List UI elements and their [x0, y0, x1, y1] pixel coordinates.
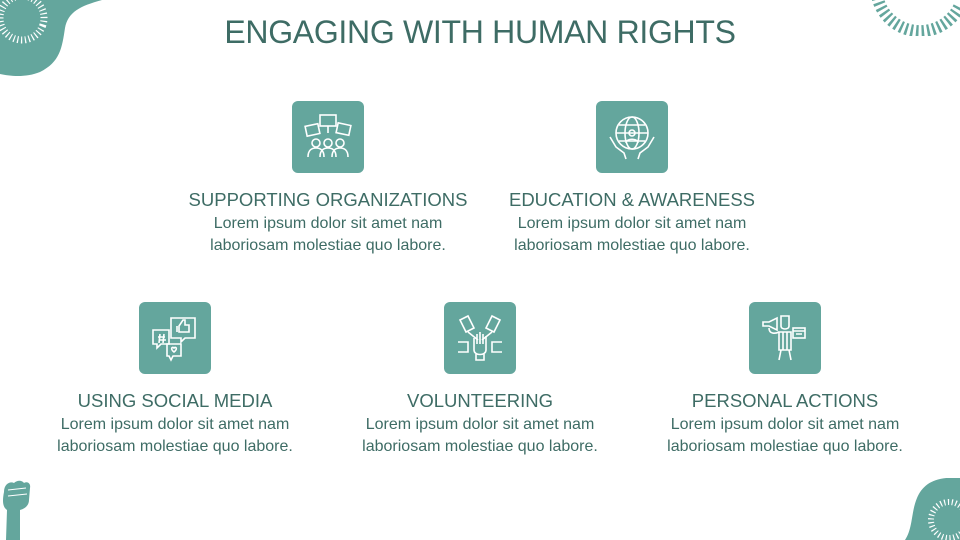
megaphone-person-icon [762, 315, 806, 361]
top-right-stripes-decoration [872, 0, 960, 36]
card-description-line2: laboriosam molestiae quo labore. [362, 438, 598, 455]
card-description-line1: Lorem ipsum dolor sit amet nam [213, 215, 443, 232]
icon-box [139, 302, 211, 374]
icon-box [749, 302, 821, 374]
card-description-line2: laboriosam molestiae quo labore. [210, 237, 446, 254]
card-supporting-organizations: SUPPORTING ORGANIZATIONS Lorem ipsum dol… [178, 101, 478, 257]
card-personal-actions: PERSONAL ACTIONS Lorem ipsum dolor sit a… [635, 302, 935, 458]
card-description-line1: Lorem ipsum dolor sit amet nam [517, 215, 747, 232]
card-education-awareness: EDUCATION & AWARENESS Lorem ipsum dolor … [482, 101, 782, 257]
card-description-line2: laboriosam molestiae quo labore. [514, 237, 750, 254]
social-bubbles-icon [152, 317, 196, 362]
icon-box [596, 101, 668, 173]
card-title: EDUCATION & AWARENESS [508, 189, 756, 210]
page-title: ENGAGING WITH HUMAN RIGHTS [224, 14, 736, 50]
protest-signs-icon [304, 114, 352, 158]
globe-hands-icon [609, 116, 655, 160]
card-using-social-media: USING SOCIAL MEDIA Lorem ipsum dolor sit… [25, 302, 325, 458]
card-description-line1: Lorem ipsum dolor sit amet nam [60, 416, 290, 433]
icon-box [292, 101, 364, 173]
card-description-line1: Lorem ipsum dolor sit amet nam [365, 416, 595, 433]
joined-hands-icon [458, 314, 502, 361]
card-title: VOLUNTEERING [407, 390, 553, 411]
card-volunteering: VOLUNTEERING Lorem ipsum dolor sit amet … [330, 302, 630, 458]
card-title: SUPPORTING ORGANIZATIONS [188, 189, 468, 210]
card-title: USING SOCIAL MEDIA [77, 390, 273, 411]
card-description-line2: laboriosam molestiae quo labore. [57, 438, 293, 455]
card-title: PERSONAL ACTIONS [691, 390, 879, 411]
icon-box [444, 302, 516, 374]
raised-fist-icon [3, 480, 31, 540]
card-description-line1: Lorem ipsum dolor sit amet nam [670, 416, 900, 433]
card-description-line2: laboriosam molestiae quo labore. [667, 438, 903, 455]
bottom-right-blob-decoration [905, 478, 960, 540]
top-left-blob-decoration [0, 0, 102, 76]
